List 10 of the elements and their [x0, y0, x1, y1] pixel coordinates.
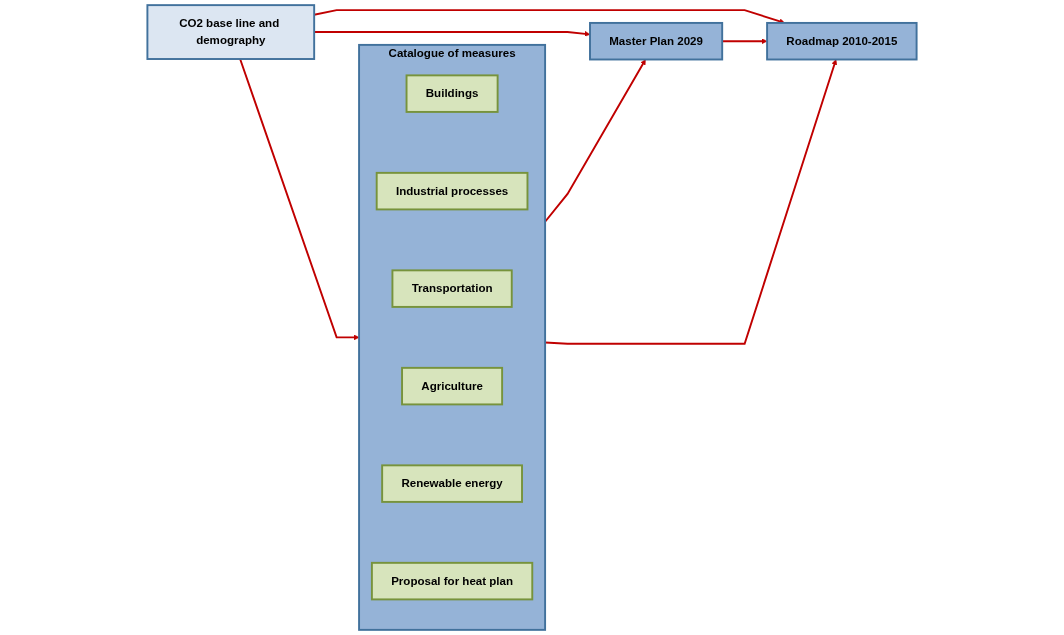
node-box: CO2 base line and demography — [146, 4, 316, 60]
node-box: Renewable energy — [381, 464, 523, 503]
arrow — [239, 58, 360, 341]
node-box: Industrial processes — [375, 171, 529, 211]
node-box: Roadmap 2010-2015 — [766, 21, 918, 61]
node-box: Proposal for heat plan — [370, 561, 534, 601]
node-box: Transportation — [391, 269, 513, 308]
node-box: Buildings — [405, 74, 499, 113]
node-box: Agriculture — [401, 366, 504, 406]
node-box: Master Plan 2029 — [589, 21, 724, 61]
